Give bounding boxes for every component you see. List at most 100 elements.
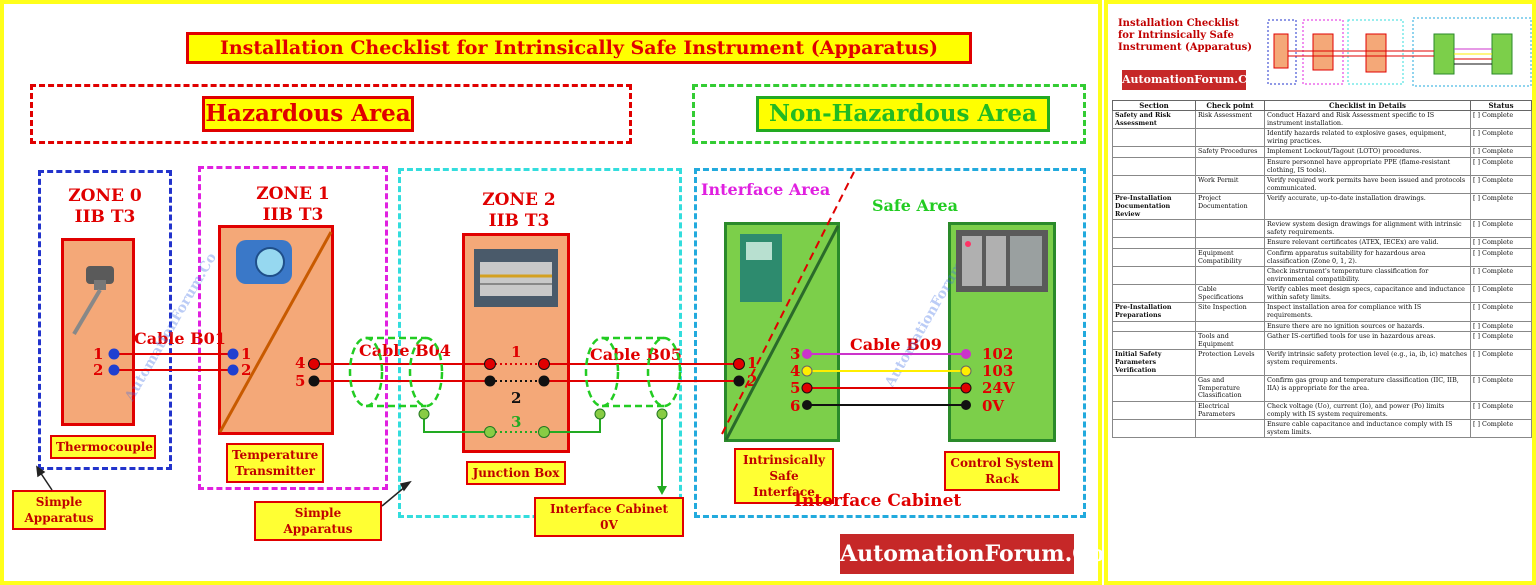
checklist-title: Installation Checklist for Intrinsically… <box>1118 18 1253 53</box>
status-cell: [ ] Complete <box>1470 284 1532 304</box>
rack-terminal-102: 102 <box>982 345 1014 363</box>
section-cell <box>1112 247 1196 268</box>
header-checkpoint: Check point <box>1195 100 1265 111</box>
section-cell <box>1112 128 1196 148</box>
jb-terminal-2: 2 <box>511 389 522 407</box>
cable-shields <box>348 336 682 408</box>
checkpoint-cell <box>1195 219 1265 239</box>
rack-terminal-0v: 0V <box>982 397 1005 415</box>
is-interface-caption-line1: Intrinsically <box>743 453 825 467</box>
tx-out-terminal-5: 5 <box>295 372 306 390</box>
transmitter-icon <box>218 231 333 433</box>
simple-apparatus-callout-1: Simple Apparatus <box>12 490 106 530</box>
status-cell: [ ] Complete <box>1470 237 1532 249</box>
checkpoint-cell <box>1195 320 1265 333</box>
interface-cabinet-frame <box>694 168 1086 518</box>
checkpoint-cell: Gas and Temperature Classification <box>1195 375 1265 402</box>
control-rack-caption-line1: Control System <box>950 456 1054 470</box>
junction-box-icon <box>474 249 558 307</box>
zone0-label: ZONE 0 IIB T3 <box>38 186 172 228</box>
jb-terminal-1: 1 <box>511 343 522 361</box>
checkpoint-cell <box>1195 128 1265 148</box>
status-cell: [ ] Complete <box>1470 247 1532 268</box>
status-cell: [ ] Complete <box>1470 193 1532 221</box>
section-cell <box>1112 237 1196 249</box>
detail-cell: Conduct Hazard and Risk Assessment speci… <box>1264 109 1471 130</box>
header-details: Checklist in Details <box>1264 100 1471 111</box>
zone0-class: IIB T3 <box>74 207 136 227</box>
checkpoint-cell: Safety Procedures <box>1195 146 1265 158</box>
signal-wires <box>308 358 745 495</box>
zone0-frame <box>38 170 172 470</box>
is-interface-caption-line2: Safe Interface <box>753 469 815 499</box>
status-cell: [ ] Complete <box>1470 302 1532 322</box>
zone1-label: ZONE 1 IIB T3 <box>198 184 388 226</box>
table-row: Ensure there are no ignition sources or … <box>1112 320 1532 333</box>
isi-in-terminal-2: 2 <box>747 372 758 390</box>
status-cell: [ ] Complete <box>1470 175 1532 195</box>
checkpoint-cell: Project Documentation <box>1195 193 1265 221</box>
status-cell: [ ] Complete <box>1470 375 1532 402</box>
control-rack-icon <box>956 230 1048 292</box>
detail-cell: Ensure personnel have appropriate PPE (f… <box>1264 156 1471 177</box>
transmitter-caption: Temperature Transmitter <box>226 443 324 483</box>
detail-cell: Check instrument's temperature classific… <box>1264 266 1471 286</box>
zone1-frame <box>198 166 388 490</box>
thermocouple-caption: Thermocouple <box>50 435 156 459</box>
jb-terminal-3: 3 <box>511 413 522 431</box>
transmitter-caption-line1: Temperature <box>232 448 319 462</box>
section-cell <box>1112 266 1196 286</box>
checkpoint-cell <box>1195 156 1265 177</box>
checklist-header-row: Section Check point Checklist in Details… <box>1112 100 1532 111</box>
detail-cell: Implement Lockout/Tagout (LOTO) procedur… <box>1264 146 1471 158</box>
checkpoint-cell: Protection Levels <box>1195 349 1265 377</box>
control-rack-caption-line2: Rack <box>985 472 1019 486</box>
header-section: Section <box>1112 100 1196 111</box>
interface-cabinet-label: Interface Cabinet <box>794 491 962 511</box>
diagram-panel: Installation Checklist for Intrinsically… <box>0 0 1102 585</box>
callout-arrows <box>36 465 412 507</box>
simple-apparatus-callout-2: Simple Apparatus <box>254 501 382 541</box>
table-row: Review system design drawings for alignm… <box>1112 219 1532 239</box>
status-cell: [ ] Complete <box>1470 320 1532 333</box>
tc-terminal-1: 1 <box>93 345 104 363</box>
checkpoint-cell: Equipment Compatibility <box>1195 247 1265 268</box>
zone2-name: ZONE 2 <box>482 190 556 210</box>
table-row: Ensure cable capacitance and inductance … <box>1112 419 1532 439</box>
detail-cell: Verify cables meet design specs, capacit… <box>1264 284 1471 304</box>
status-cell: [ ] Complete <box>1470 419 1532 439</box>
junction-box-caption: Junction Box <box>466 461 566 485</box>
status-cell: [ ] Complete <box>1470 331 1532 351</box>
table-row: Ensure relevant certificates (ATEX, IECE… <box>1112 237 1532 249</box>
cable-b01-label: Cable B01 <box>134 329 226 348</box>
interface-divider <box>721 171 855 435</box>
isi-out-terminal-5: 5 <box>790 379 801 397</box>
cable-b04-label: Cable B04 <box>359 341 451 360</box>
checkpoint-cell <box>1195 266 1265 286</box>
diagram-title: Installation Checklist for Intrinsically… <box>186 32 972 64</box>
checkpoint-cell: Tools and Equipment <box>1195 331 1265 351</box>
status-cell: [ ] Complete <box>1470 349 1532 377</box>
isi-in-terminal-1: 1 <box>747 354 758 372</box>
transmitter-caption-line2: Transmitter <box>235 464 315 478</box>
section-cell: Safety and Risk Assessment <box>1112 109 1196 130</box>
detail-cell: Ensure cable capacitance and inductance … <box>1264 419 1471 439</box>
checklist-table: Section Check point Checklist in Details… <box>1112 100 1532 439</box>
detail-cell: Confirm apparatus suitability for hazard… <box>1264 247 1471 268</box>
table-row: Check instrument's temperature classific… <box>1112 266 1532 286</box>
detail-cell: Identify hazards related to explosive ga… <box>1264 128 1471 148</box>
zone0-name: ZONE 0 <box>68 186 142 206</box>
section-cell <box>1112 375 1196 402</box>
hazardous-area-label: Hazardous Area <box>202 96 414 132</box>
zone2-label: ZONE 2 IIB T3 <box>434 190 604 232</box>
checkpoint-cell <box>1195 419 1265 439</box>
status-cell: [ ] Complete <box>1470 266 1532 286</box>
checkpoint-cell: Risk Assessment <box>1195 109 1265 130</box>
wiring-diagram <box>36 171 1048 507</box>
zone2-class: IIB T3 <box>488 211 550 231</box>
